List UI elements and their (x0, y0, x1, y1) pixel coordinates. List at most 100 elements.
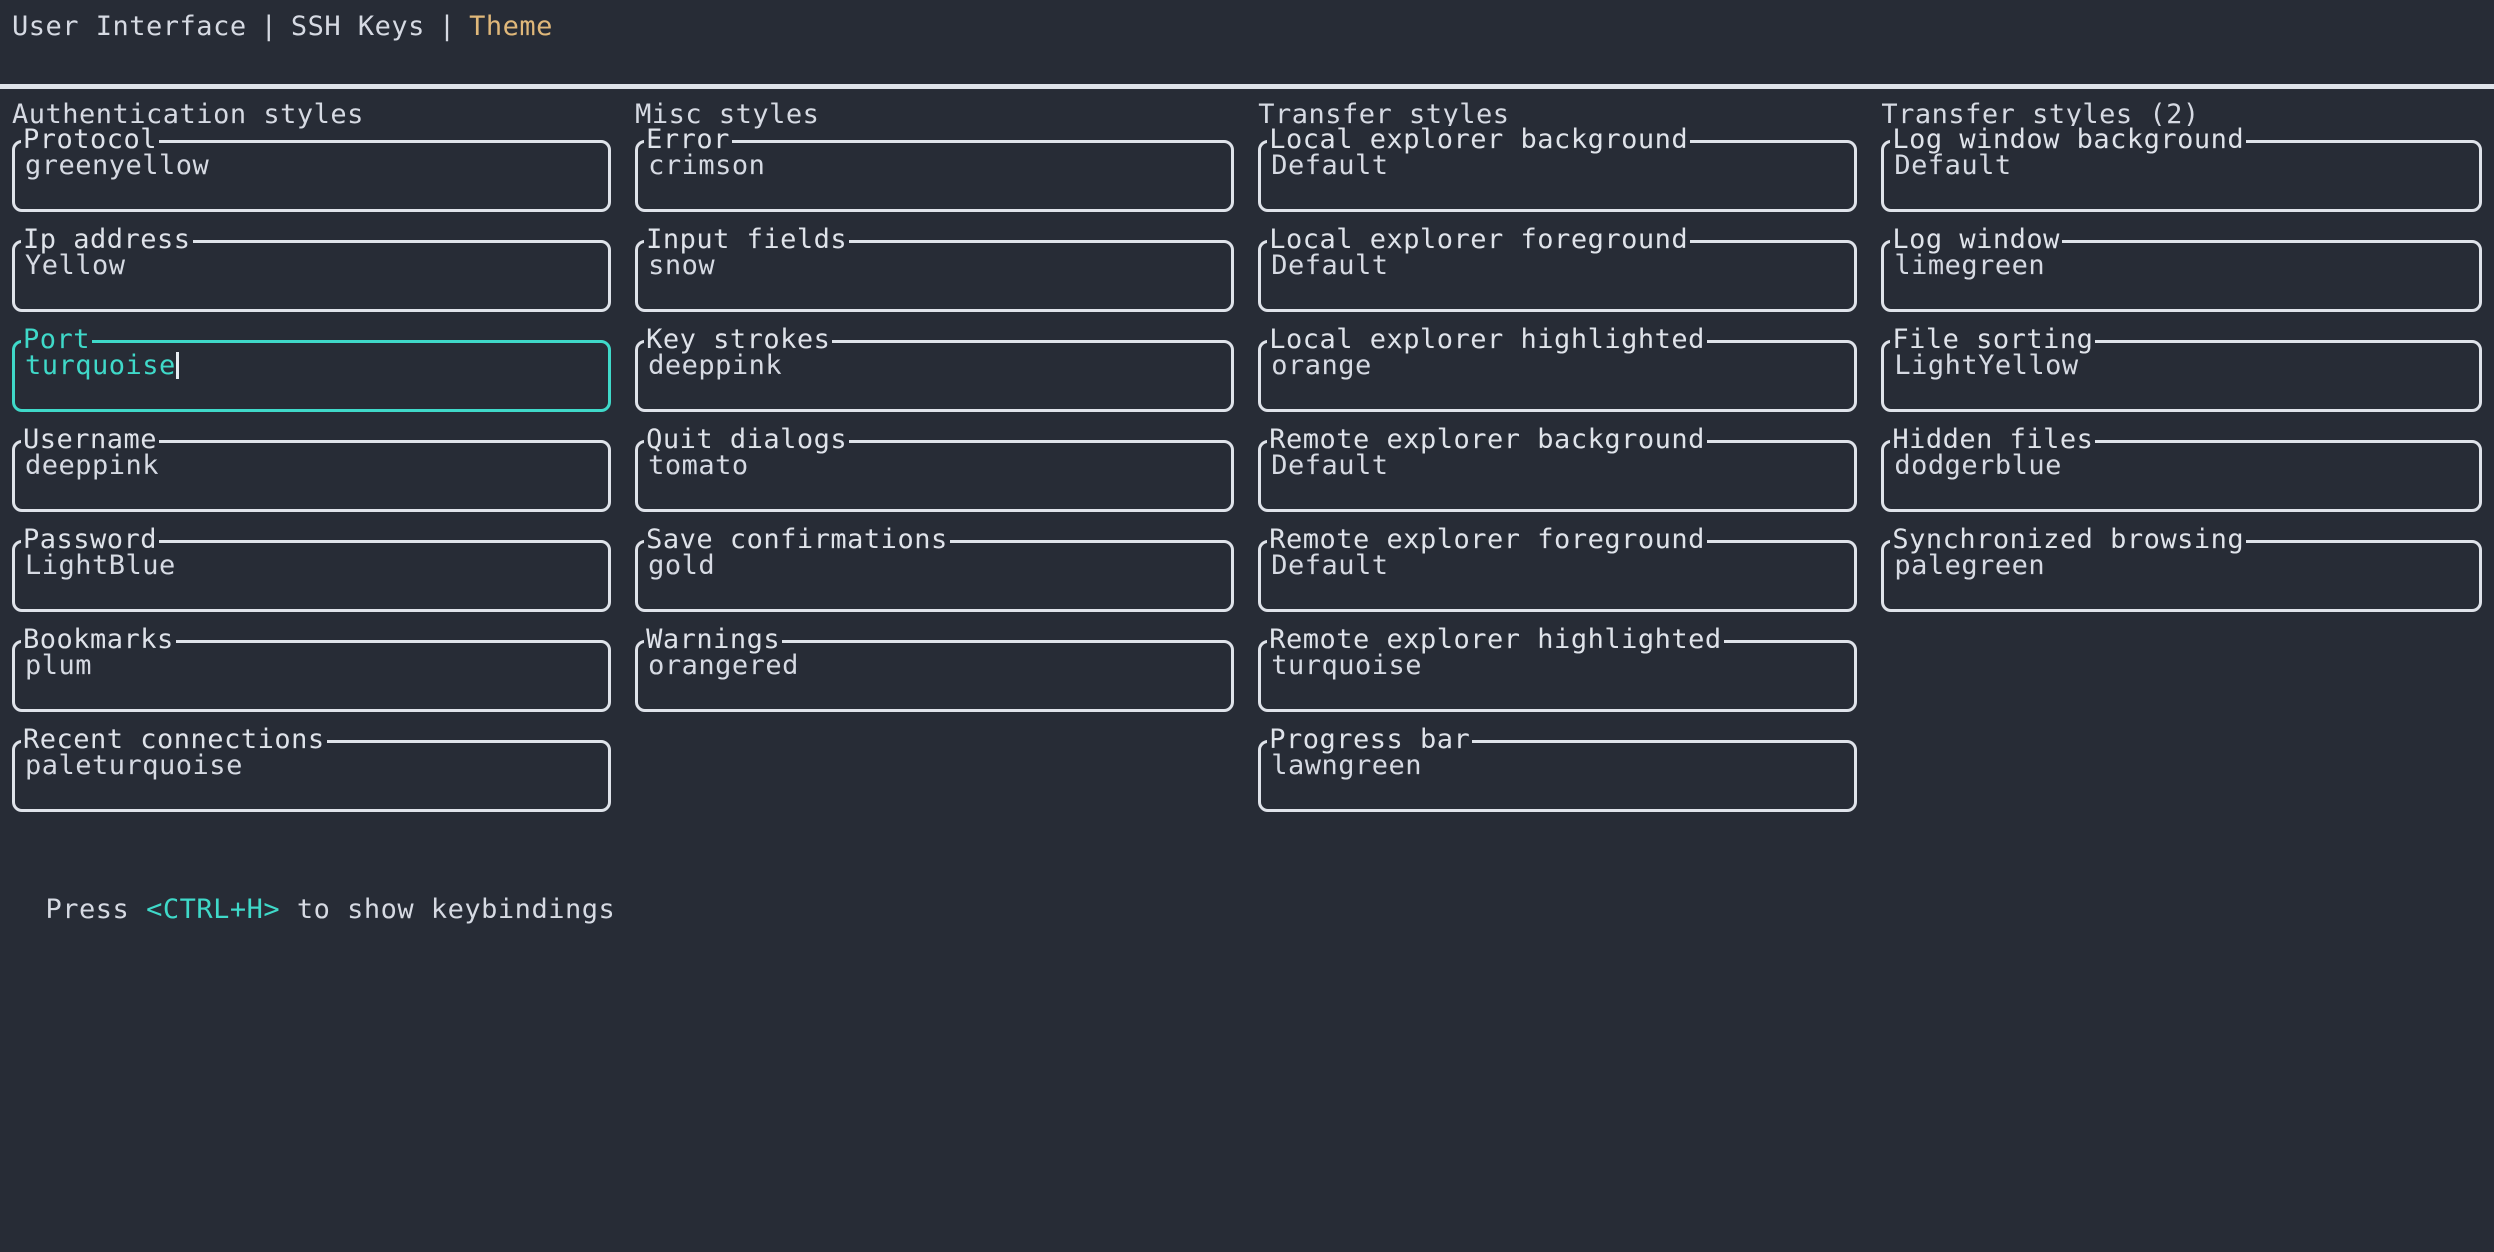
field-value: snow (648, 250, 716, 281)
field-label: Remote explorer highlighted (1267, 624, 1724, 655)
field-value-wrap: Default (1271, 551, 1388, 581)
field-label: Username (21, 424, 160, 455)
column-title: Misc styles (635, 99, 820, 130)
field-label: Ip address (21, 224, 193, 255)
field-value-wrap: lawngreen (1271, 751, 1422, 781)
field-value-wrap: gold (648, 551, 715, 581)
field-value: orangered (648, 650, 799, 681)
field-value: turquoise (1271, 650, 1423, 681)
field-value: Default (1271, 450, 1389, 481)
field-value-wrap: Default (1271, 451, 1388, 481)
field-value-wrap: greenyellow (25, 151, 209, 181)
column-title: Transfer styles (1258, 99, 1510, 130)
field-value: palegreen (1894, 550, 2046, 581)
field-label: Remote explorer background (1267, 424, 1707, 455)
field-value: Yellow (25, 250, 126, 281)
field-label: Bookmarks (21, 624, 176, 655)
field-value-wrap: orange (1271, 351, 1372, 381)
field-label: Synchronized browsing (1890, 524, 2247, 555)
column-title: Authentication styles (12, 99, 364, 130)
field-label: Password (21, 524, 160, 555)
field-label: Save confirmations (644, 524, 950, 555)
field-value-wrap: crimson (648, 151, 765, 181)
field-value-wrap: Yellow (25, 251, 126, 281)
field-value: plum (25, 650, 93, 681)
column-transfer-styles-2: Transfer styles (2)Log window background… (1869, 101, 2494, 640)
field-label: Recent connections (21, 724, 327, 755)
field-value: greenyellow (25, 150, 210, 181)
field-label: Log window background (1890, 124, 2247, 155)
field-value: dodgerblue (1894, 450, 2062, 481)
field-value: Default (1271, 250, 1389, 281)
field-label: File sorting (1890, 324, 2096, 355)
field-value: Default (1894, 150, 2012, 181)
hint-prefix: Press (45, 894, 147, 925)
field-value: gold (648, 550, 716, 581)
field-label: Protocol (21, 124, 160, 155)
field-value-wrap: LightYellow (1894, 351, 2078, 381)
field-label: Log window (1890, 224, 2062, 255)
field-value: LightBlue (25, 550, 176, 581)
field-value: orange (1271, 350, 1372, 381)
field-value: turquoise (25, 350, 176, 381)
field-value-wrap: palegreen (1894, 551, 2045, 581)
field-value: deeppink (648, 350, 783, 381)
header-divider (0, 84, 2494, 89)
field-value: Default (1271, 550, 1389, 581)
column-title: Transfer styles (2) (1881, 99, 2200, 130)
tab-ssh-keys[interactable]: SSH Keys (290, 10, 425, 42)
tab-separator: | (260, 10, 277, 42)
field-value-wrap: Default (1271, 251, 1388, 281)
field-value-wrap: turquoise (25, 351, 179, 381)
field-value-wrap: Default (1271, 151, 1388, 181)
field-value: crimson (648, 150, 766, 181)
field-label: Quit dialogs (644, 424, 850, 455)
tab-separator: | (438, 10, 456, 42)
field-value-wrap: plum (25, 651, 92, 681)
keybindings-hint: Press <CTRL+H> to show keybindings (12, 869, 615, 923)
field-value-wrap: limegreen (1894, 251, 2045, 281)
field-label: Error (644, 124, 732, 155)
field-value-wrap: paleturquoise (25, 751, 243, 781)
field-value: LightYellow (1894, 350, 2079, 381)
field-value: paleturquoise (25, 750, 243, 781)
field-value-wrap: orangered (648, 651, 799, 681)
field-value-wrap: deeppink (25, 451, 159, 481)
tab-theme[interactable]: Theme (469, 10, 553, 42)
field-value-wrap: snow (648, 251, 715, 281)
field-label: Warnings (644, 624, 783, 655)
tab-user-interface[interactable]: User Interface (12, 10, 247, 42)
tab-bar: User Interface | SSH Keys | Theme (12, 8, 553, 44)
ctrl-h-key: <CTRL+H> (146, 894, 281, 925)
field-value: deeppink (25, 450, 160, 481)
field-value-wrap: Default (1894, 151, 2011, 181)
